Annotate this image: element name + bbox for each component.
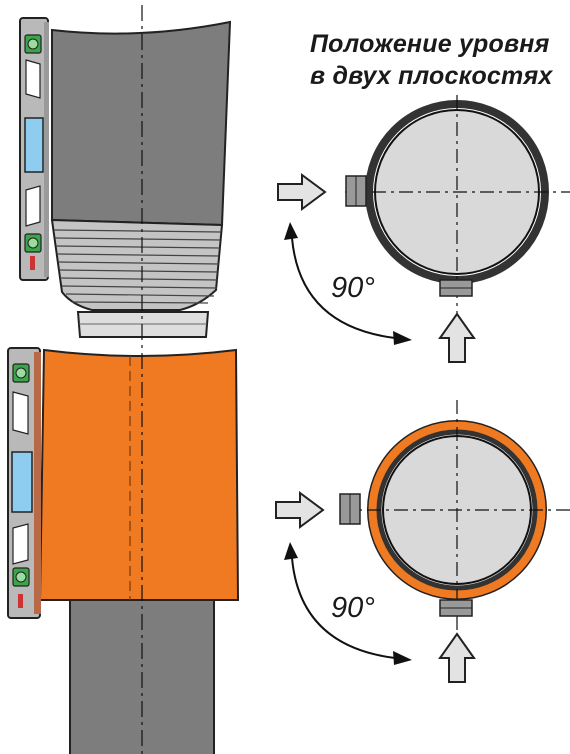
arrow-up-upper (438, 312, 476, 363)
title-line-1: Положение уровня (310, 30, 550, 58)
cross-section-upper (345, 95, 570, 320)
upper-pipe (51, 20, 232, 227)
orange-coupling (38, 348, 240, 601)
title-line-2: в двух плоскостях (310, 62, 553, 90)
rotation-arc-lower (284, 542, 412, 665)
angle-label-upper: 90° (331, 272, 375, 304)
rotation-arc-upper (284, 222, 412, 345)
upper-pipe-collar (76, 311, 210, 338)
cross-section-lower (339, 400, 570, 635)
arrow-up-lower (438, 632, 476, 683)
upper-thread (50, 218, 224, 311)
arrow-right-upper (277, 173, 327, 211)
spirit-level-lower (7, 347, 41, 619)
spirit-level-upper (19, 17, 49, 281)
arrow-right-lower (275, 491, 325, 529)
angle-label-lower: 90° (331, 592, 375, 624)
